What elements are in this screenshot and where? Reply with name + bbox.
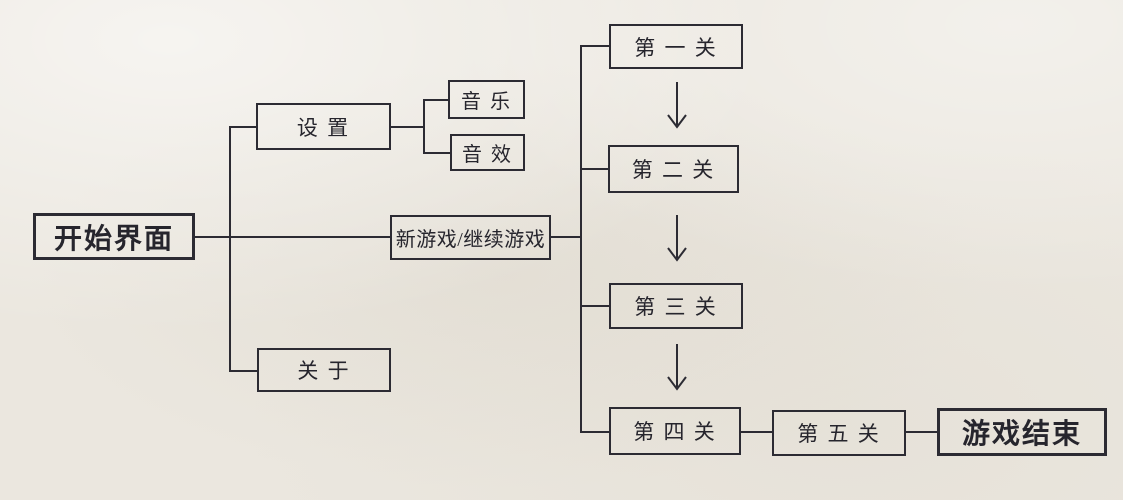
node-about: 关 于 bbox=[257, 348, 391, 392]
node-level-3-label: 第 三 关 bbox=[634, 295, 718, 319]
node-sound-effect: 音 效 bbox=[450, 134, 525, 171]
node-new-game-label: 新游戏/继续游戏 bbox=[395, 229, 546, 251]
node-music-label: 音 乐 bbox=[461, 91, 512, 113]
node-settings: 设 置 bbox=[256, 103, 391, 150]
node-level-2-label: 第 二 关 bbox=[631, 158, 716, 182]
node-game-over: 游戏结束 bbox=[937, 408, 1107, 456]
node-sound-effect-label: 音 效 bbox=[462, 144, 513, 166]
node-level-3: 第 三 关 bbox=[609, 283, 743, 329]
node-start-screen: 开始界面 bbox=[33, 213, 195, 260]
connector-trunk-level4 bbox=[580, 431, 611, 433]
node-level-5-label: 第 五 关 bbox=[797, 422, 881, 446]
arrow-down-level2-level3-icon bbox=[664, 214, 690, 269]
connector-settings-split bbox=[391, 126, 425, 128]
connector-start-about bbox=[229, 370, 259, 372]
node-new-game: 新游戏/继续游戏 bbox=[390, 215, 551, 260]
node-level-1-label: 第 一 关 bbox=[634, 35, 718, 60]
node-settings-label: 设 置 bbox=[296, 115, 351, 140]
connector-levels-trunk-vertical bbox=[580, 45, 582, 433]
connector-trunk-level2 bbox=[580, 168, 610, 170]
connector-level4-level5 bbox=[741, 431, 774, 433]
node-level-4: 第 四 关 bbox=[609, 407, 741, 455]
node-about-label: 关 于 bbox=[297, 359, 351, 383]
connector-start-newgame bbox=[195, 236, 392, 238]
arrow-down-level1-level2-icon bbox=[664, 81, 690, 136]
connector-left-branch-vertical bbox=[229, 126, 231, 372]
arrow-down-level3-level4-icon bbox=[664, 343, 690, 398]
node-level-2: 第 二 关 bbox=[608, 145, 739, 193]
connector-trunk-level1 bbox=[580, 45, 611, 47]
node-game-over-label: 游戏结束 bbox=[961, 419, 1082, 450]
connector-newgame-trunk bbox=[551, 236, 582, 238]
node-music: 音 乐 bbox=[448, 80, 525, 119]
connector-settings-sound bbox=[423, 152, 452, 154]
node-level-5: 第 五 关 bbox=[772, 410, 906, 456]
node-level-1: 第 一 关 bbox=[609, 24, 743, 69]
connector-settings-branch-vertical bbox=[423, 99, 425, 154]
connector-settings-music bbox=[423, 99, 450, 101]
connector-start-settings bbox=[229, 126, 258, 128]
connector-level5-gameover bbox=[906, 431, 939, 433]
node-start-screen-label: 开始界面 bbox=[53, 223, 174, 255]
connector-trunk-level3 bbox=[580, 305, 611, 307]
node-level-4-label: 第 四 关 bbox=[633, 420, 717, 444]
